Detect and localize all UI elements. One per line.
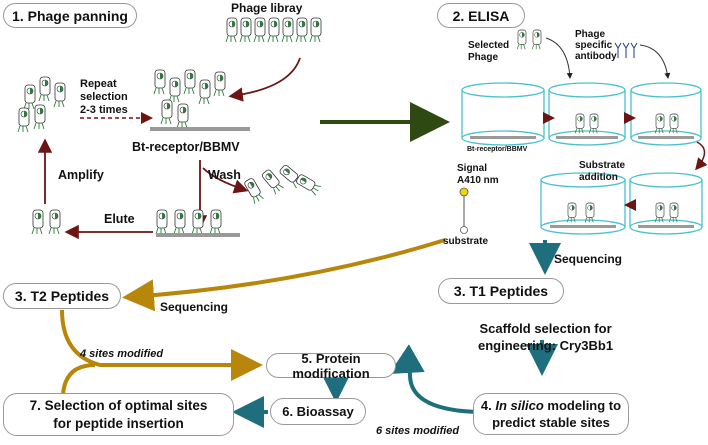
four-sites-label: 4 sites modified — [80, 348, 164, 360]
signal-dot — [459, 187, 469, 197]
bt-receptor-small-label: Bt-receptor/BBMV — [467, 146, 528, 153]
step-elisa: 2. ELISA — [437, 3, 525, 28]
receptor-surface-2 — [156, 233, 240, 237]
six-sites-label: 6 sites modified — [376, 425, 460, 437]
t2-to-protmod-arrow — [60, 309, 263, 381]
selection-line-1: 7. Selection of optimal sites — [29, 397, 208, 413]
phage-library-label: Phage libray — [231, 1, 303, 15]
insilico-line-2: predict stable sites — [492, 415, 610, 430]
sequencing-left-label: Sequencing — [160, 300, 229, 314]
elisa-well-bottoms — [470, 136, 694, 228]
step-protein-modification: 5. Protein modification — [266, 351, 396, 381]
phage-library-group — [225, 17, 322, 43]
insilico-line-1: 4. In silico modeling to — [480, 398, 622, 413]
step-t1-peptides: 3. T1 Peptides — [438, 278, 564, 304]
modeling-to-protmod-arrow — [389, 344, 479, 414]
selection-line-2: for peptide insertion — [53, 415, 184, 431]
wash-phage-cluster — [242, 163, 322, 205]
elisa-wells — [461, 82, 703, 235]
sequencing-right-label: Sequencing — [554, 252, 623, 266]
step-phage-panning: 1. Phage panning — [3, 3, 137, 28]
elute-label: Elute — [104, 212, 135, 226]
step-selection: 7. Selection of optimal sites for peptid… — [3, 393, 234, 436]
substrate-label: substrate — [443, 236, 489, 247]
bound-phage-cluster — [153, 69, 226, 129]
receptor-surface — [150, 127, 250, 131]
amplify-label: Amplify — [58, 168, 104, 182]
substrate-dot — [460, 226, 468, 234]
sequencing-left-arrow — [122, 238, 446, 312]
step-in-silico-modeling: 4. In silico modeling to predict stable … — [473, 393, 629, 435]
left-phage-cluster — [17, 76, 66, 133]
bt-receptor-label: Bt-receptor/BBMV — [132, 140, 240, 154]
step-bioassay: 6. Bioassay — [270, 398, 366, 425]
wash-label: Wash — [208, 168, 241, 182]
antibody-icon — [614, 42, 638, 58]
eluted-phage — [155, 209, 222, 235]
step-t2-peptides: 3. T2 Peptides — [3, 283, 121, 309]
merge-branch — [61, 363, 96, 396]
amplified-phage — [31, 209, 61, 235]
